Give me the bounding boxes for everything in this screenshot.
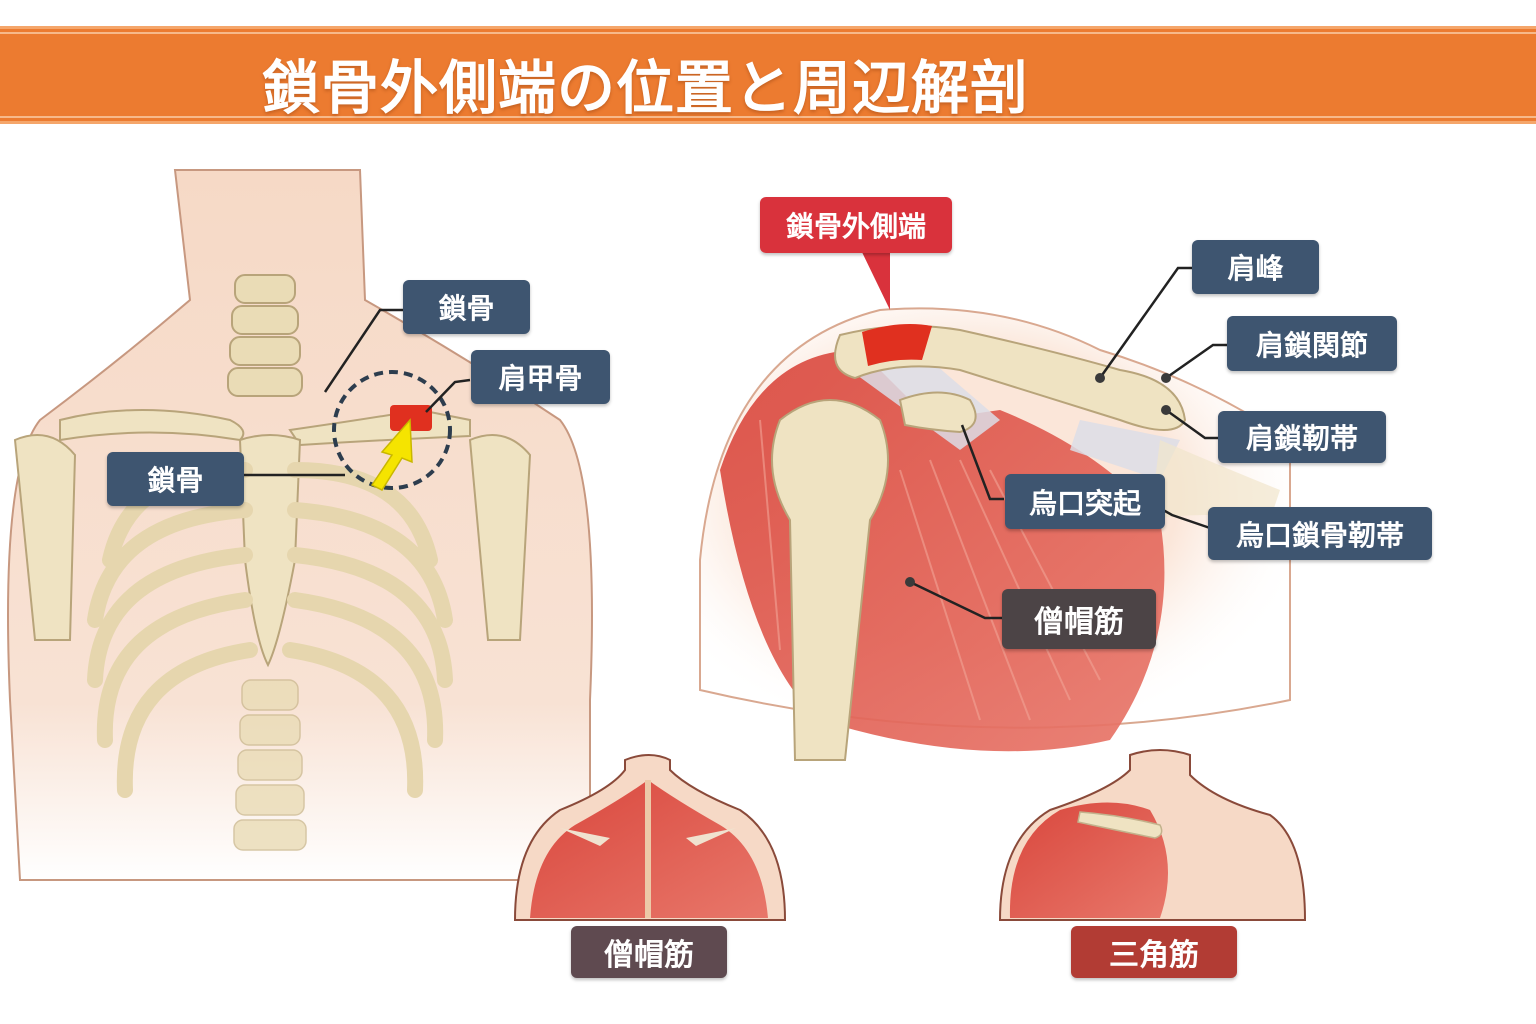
right-shoulder-illustration [699,248,1291,761]
label-coracoid-process: 烏口突起 [1005,474,1165,529]
label-ac-joint: 肩鎖関節 [1227,316,1397,371]
label-clavicle-top: 鎖骨 [403,280,530,334]
trapezius-back-illustration [513,754,787,921]
callout-lateral-clavicle-end: 鎖骨外側端 [760,197,952,253]
label-scapula: 肩甲骨 [471,350,610,404]
label-clavicle-left: 鎖骨 [107,452,244,506]
label-deltoid-bottom: 三角筋 [1071,926,1237,978]
label-acromion: 肩峰 [1192,240,1319,294]
label-trapezius-bottom: 僧帽筋 [571,926,727,978]
label-ac-ligament: 肩鎖靭帯 [1218,411,1386,463]
page-title: 鎖骨外側端の位置と周辺解剖 [262,54,1030,122]
label-coracoclavicular-ligament: 烏口鎖骨靭帯 [1208,507,1432,560]
title-banner: 鎖骨外側端の位置と周辺解剖 [0,26,1536,124]
deltoid-front-illustration [998,749,1307,921]
left-torso-illustration [7,169,593,881]
label-trapezius-right: 僧帽筋 [1002,589,1156,649]
banner-inner-border [0,32,1536,118]
